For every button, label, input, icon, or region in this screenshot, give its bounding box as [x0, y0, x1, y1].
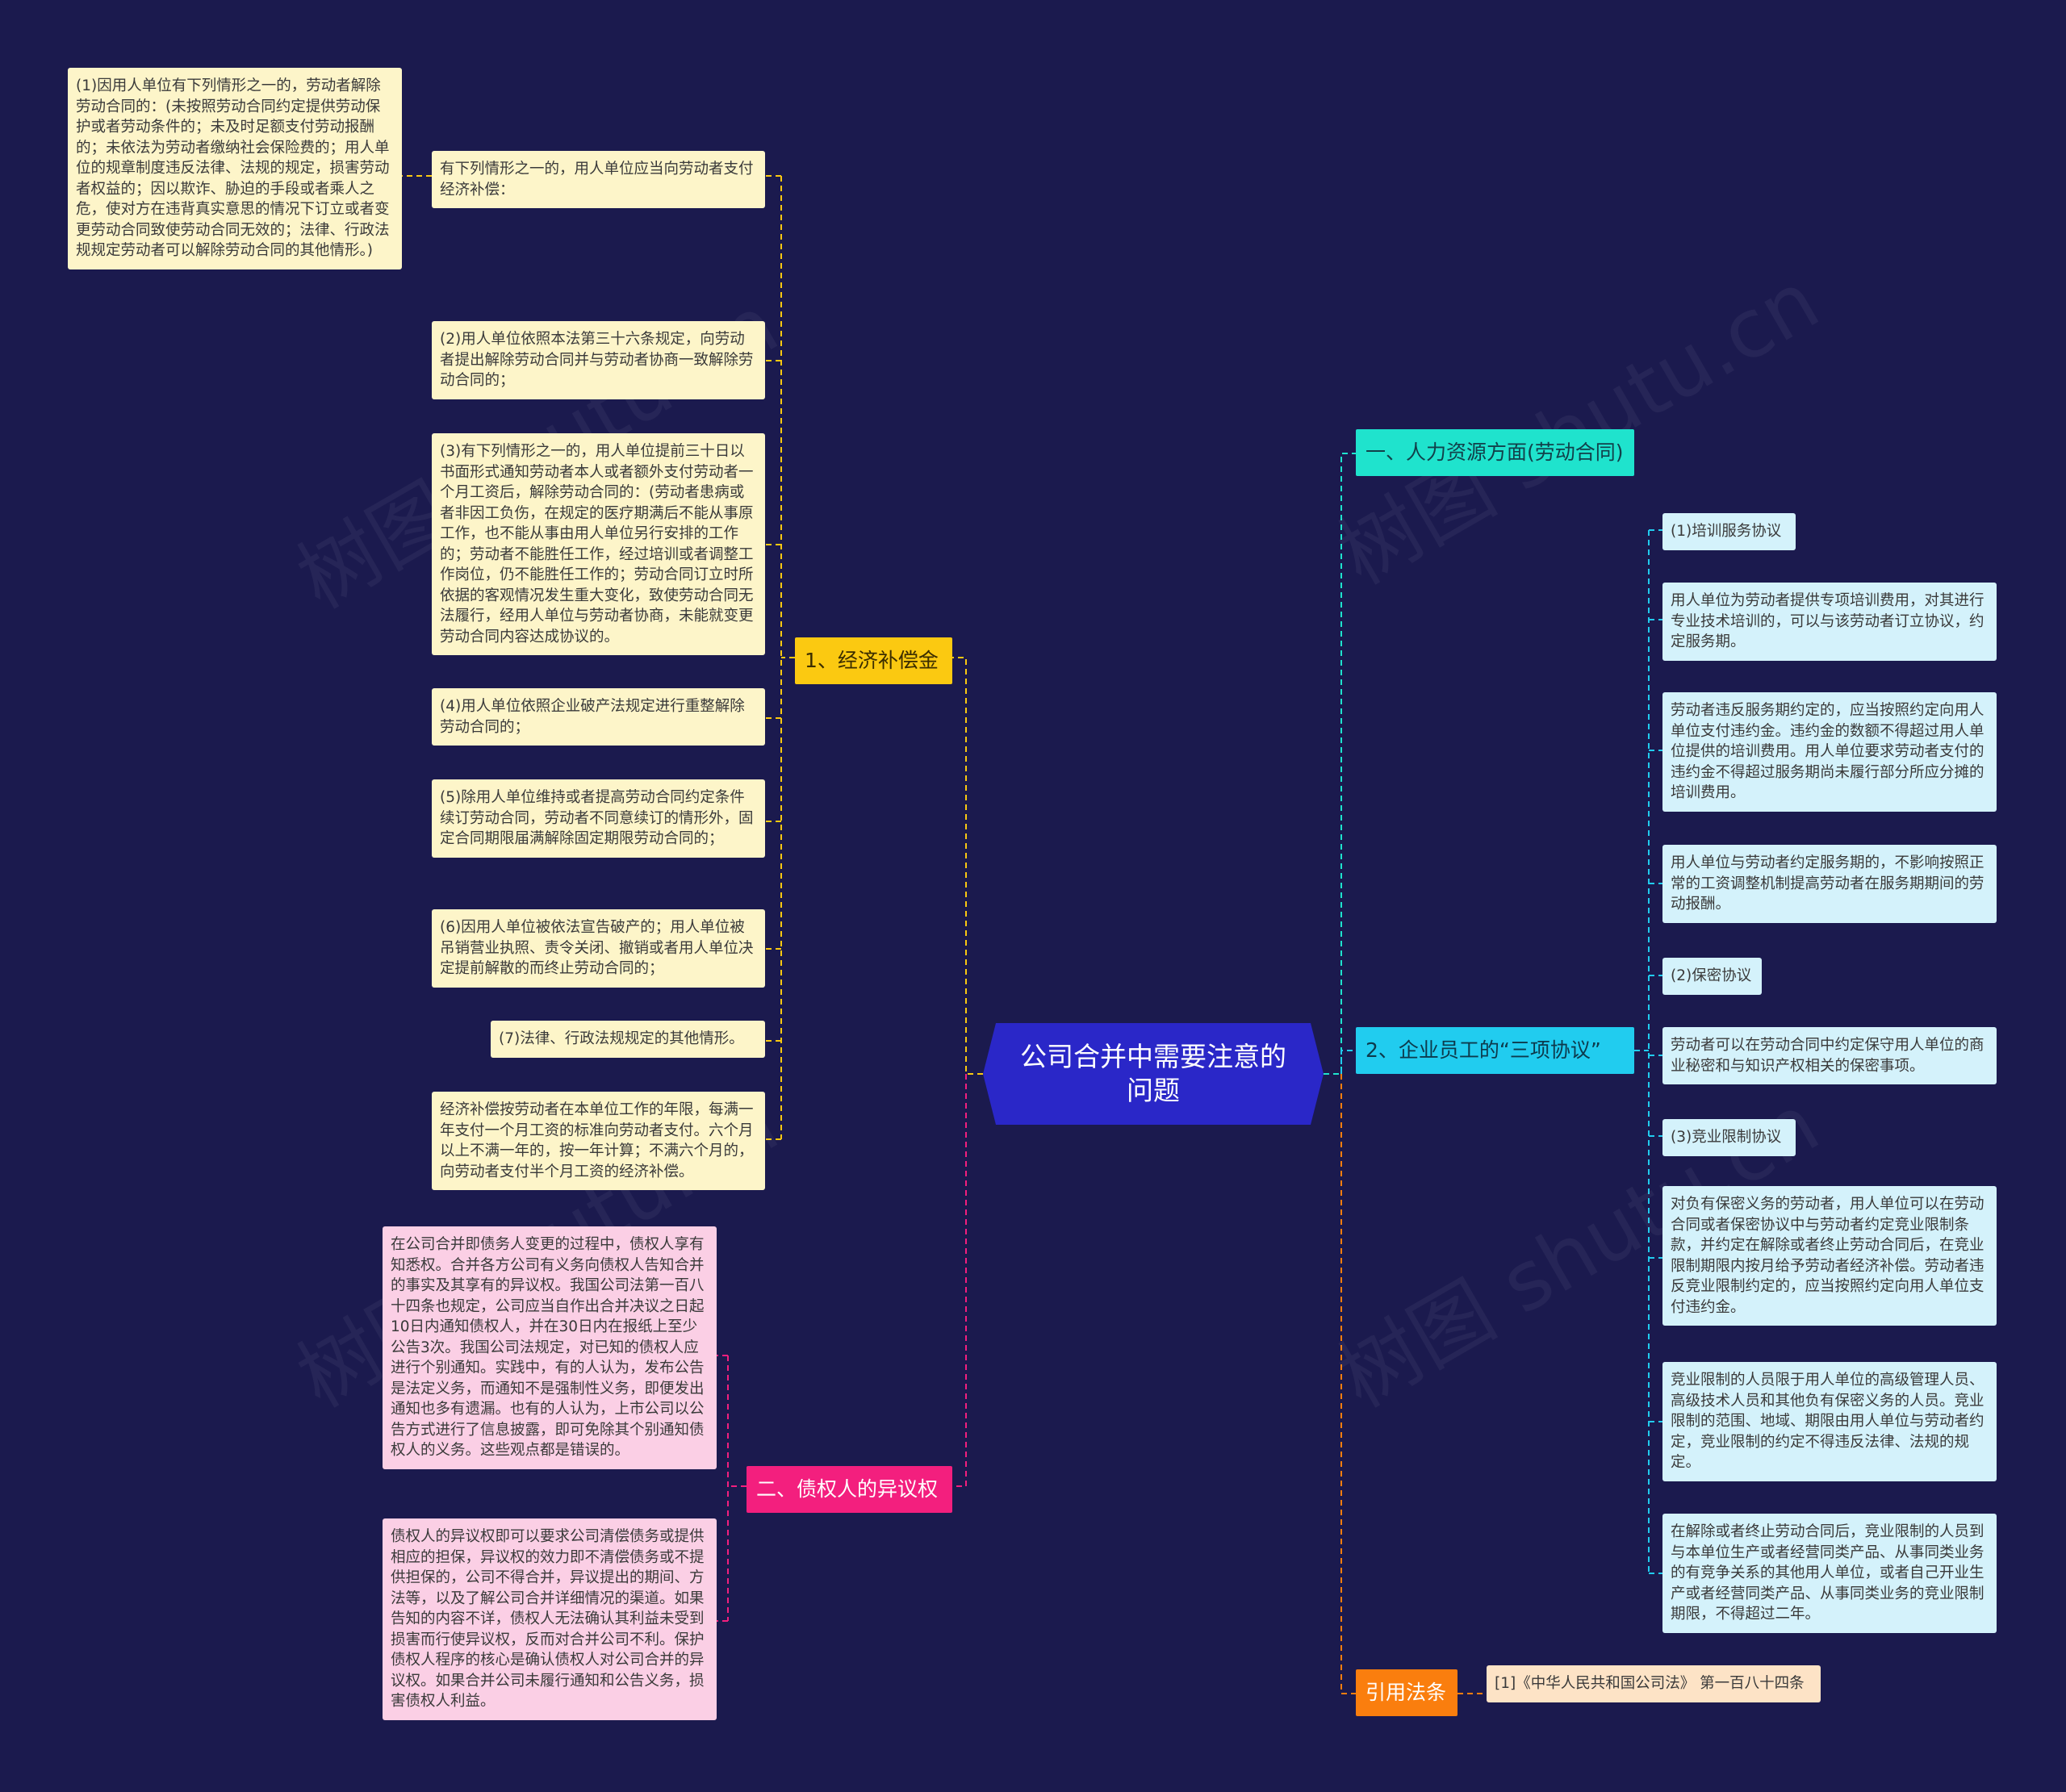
citation-ref-1[interactable]: [1]《中华人民共和国公司法》 第一百八十四条: [1487, 1665, 1821, 1702]
branch-hr[interactable]: 一、人力资源方面(劳动合同): [1356, 429, 1634, 476]
compensation-item-4[interactable]: (4)用人单位依照企业破产法规定进行重整解除劳动合同的；: [432, 688, 765, 746]
compensation-item-2[interactable]: (2)用人单位依照本法第三十六条规定，向劳动者提出解除劳动合同并与劳动者协商一致…: [432, 321, 765, 399]
branch-creditor[interactable]: 二、债权人的异议权: [747, 1466, 952, 1513]
creditor-item-1[interactable]: 在公司合并即债务人变更的过程中，债权人享有知悉权。合并各方公司有义务向债权人告知…: [383, 1226, 717, 1469]
agreement-training-3[interactable]: 用人单位与劳动者约定服务期的，不影响按照正常的工资调整机制提高劳动者在服务期期间…: [1662, 845, 1997, 923]
agreement-noncompete-2[interactable]: 竞业限制的人员限于用人单位的高级管理人员、高级技术人员和其他负有保密义务的人员。…: [1662, 1362, 1997, 1481]
agreement-noncompete-heading[interactable]: (3)竞业限制协议: [1662, 1119, 1796, 1156]
compensation-item-5[interactable]: (5)除用人单位维持或者提高劳动合同约定条件续订劳动合同，劳动者不同意续订的情形…: [432, 779, 765, 858]
agreement-secrecy-heading[interactable]: (2)保密协议: [1662, 958, 1762, 995]
branch-citation[interactable]: 引用法条: [1356, 1669, 1457, 1716]
compensation-item-6[interactable]: (6)因用人单位被依法宣告破产的；用人单位被吊销营业执照、责令关闭、撤销或者用人…: [432, 909, 765, 988]
agreement-training-2[interactable]: 劳动者违反服务期约定的，应当按照约定向用人单位支付违约金。违约金的数额不得超过用…: [1662, 692, 1997, 812]
compensation-intro[interactable]: 有下列情形之一的，用人单位应当向劳动者支付经济补偿：: [432, 151, 765, 208]
agreement-noncompete-1[interactable]: 对负有保密义务的劳动者，用人单位可以在劳动合同或者保密协议中与劳动者约定竞业限制…: [1662, 1186, 1997, 1326]
creditor-item-2[interactable]: 债权人的异议权即可以要求公司清偿债务或提供相应的担保，异议权的效力即不清偿债务或…: [383, 1518, 717, 1720]
compensation-detail-1[interactable]: (1)因用人单位有下列情形之一的，劳动者解除劳动合同的：(未按照劳动合同约定提供…: [68, 68, 402, 269]
agreement-noncompete-3[interactable]: 在解除或者终止劳动合同后，竞业限制的人员到与本单位生产或者经营同类产品、从事同类…: [1662, 1514, 1997, 1633]
center-topic[interactable]: 公司合并中需要注意的问题: [983, 1023, 1324, 1125]
agreement-secrecy-1[interactable]: 劳动者可以在劳动合同中约定保守用人单位的商业秘密和与知识产权相关的保密事项。: [1662, 1027, 1997, 1084]
compensation-item-7[interactable]: (7)法律、行政法规规定的其他情形。: [491, 1021, 765, 1058]
branch-compensation[interactable]: 1、经济补偿金: [795, 637, 952, 684]
branch-agreements[interactable]: 2、企业员工的“三项协议”: [1356, 1027, 1634, 1074]
agreement-training-1[interactable]: 用人单位为劳动者提供专项培训费用，对其进行专业技术培训的，可以与该劳动者订立协议…: [1662, 583, 1997, 661]
agreement-training-heading[interactable]: (1)培训服务协议: [1662, 513, 1796, 550]
compensation-item-3[interactable]: (3)有下列情形之一的，用人单位提前三十日以书面形式通知劳动者本人或者额外支付劳…: [432, 433, 765, 655]
center-title: 公司合并中需要注意的问题: [1020, 1041, 1286, 1106]
compensation-item-8[interactable]: 经济补偿按劳动者在本单位工作的年限，每满一年支付一个月工资的标准向劳动者支付。六…: [432, 1092, 765, 1190]
